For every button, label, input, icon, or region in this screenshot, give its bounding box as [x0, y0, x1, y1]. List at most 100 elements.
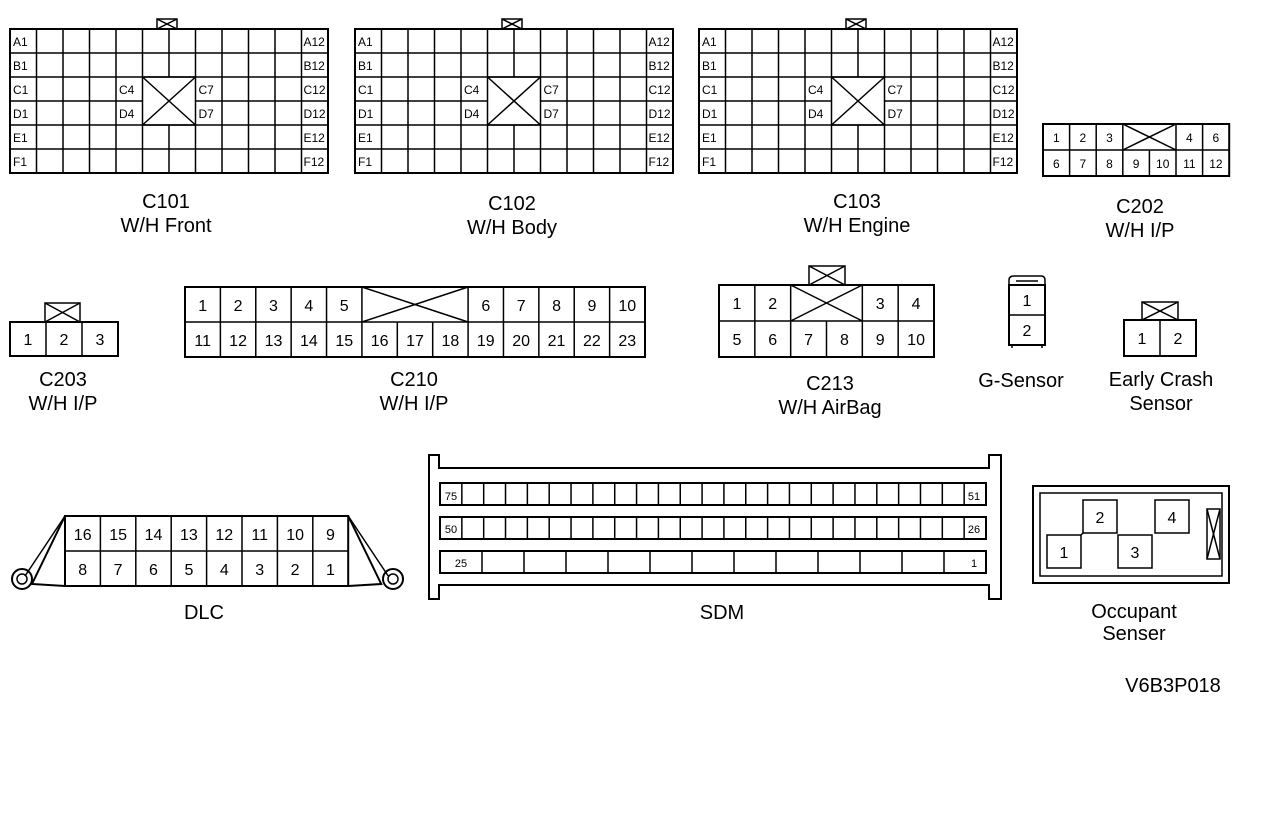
c202-id: C202: [1116, 196, 1164, 218]
c213-pin-label: 4: [912, 296, 921, 313]
figure-code: V6B3P018: [1125, 675, 1221, 697]
c203-body: [9, 321, 119, 357]
sdm-shell: [428, 454, 1002, 600]
c102-pin-label: B12: [649, 59, 671, 73]
dlc-pin-label: 13: [180, 527, 198, 544]
c202-pin-label: 10: [1156, 157, 1170, 171]
c103-caption: C103 W/H Engine: [782, 190, 932, 238]
c202-pin-label: 2: [1080, 131, 1087, 145]
occupant-pin-cell: [1082, 499, 1118, 534]
c210-pin-label: 17: [406, 333, 424, 350]
dlc-pin-label: 2: [291, 562, 300, 579]
sdm-row-3: [439, 550, 987, 574]
c103-id: C103: [833, 191, 881, 213]
c210-pin-label: 5: [340, 298, 349, 315]
c202-pin-label: 7: [1080, 157, 1087, 171]
early-pin-label: 2: [1174, 331, 1183, 348]
c210-pin-label: 9: [587, 298, 596, 315]
occupant-step: [1080, 532, 1084, 536]
c210-pin-label: 3: [269, 298, 278, 315]
c210-blank-cavity-diag-b: [361, 286, 469, 323]
c213-pin-label: 8: [840, 332, 849, 349]
c102-pin-label: D7: [544, 107, 560, 121]
c102-pin-label: D4: [464, 107, 480, 121]
dlc-caption: DLC: [164, 601, 244, 625]
sdm-pin-label: 75: [445, 491, 457, 503]
occupant-frame-outer: [1032, 485, 1230, 584]
c103-pin-label: D4: [808, 107, 824, 121]
occupant-pin-label: 2: [1096, 510, 1105, 527]
c102-pin-label: A12: [649, 35, 671, 49]
dlc-pin-label: 12: [215, 527, 233, 544]
c101-pin-label: D4: [119, 107, 135, 121]
dlc-pin-label: 11: [251, 527, 268, 544]
c101-pin-label: E12: [304, 131, 326, 145]
c103-pin-label: C7: [888, 83, 904, 97]
c210-pin-label: 16: [371, 333, 389, 350]
sdm-id: SDM: [699, 602, 745, 624]
dlc-pin-label: 15: [109, 527, 127, 544]
dlc-pin-label: 3: [255, 562, 264, 579]
c210-pin-label: 18: [441, 333, 459, 350]
c102-pin-label: E12: [649, 131, 671, 145]
c102-caption: C102 W/H Body: [442, 192, 582, 240]
early-line2: Sensor: [1129, 393, 1193, 415]
dlc-id: DLC: [183, 602, 224, 624]
c202-caption: C202 W/H I/P: [1080, 195, 1200, 243]
c101-pin-label: C1: [13, 83, 29, 97]
c210-pin-label: 11: [194, 333, 211, 350]
c102-blank-cavity: [486, 76, 542, 126]
c102-pin-label: F12: [649, 155, 670, 169]
c210-caption: C210 W/H I/P: [344, 368, 484, 416]
c210-pin-label: 10: [618, 298, 636, 315]
sdm-row-1: [439, 482, 987, 506]
c103-pin-label: D7: [888, 107, 904, 121]
dlc-pin-label: 9: [326, 527, 335, 544]
c210-pin-label: 14: [300, 333, 318, 350]
c103-pin-label: C12: [993, 83, 1015, 97]
c102-pin-label: A1: [358, 35, 373, 49]
c213-blank-cavity-diag-b: [790, 284, 863, 322]
c103-latch-diag-b: [845, 18, 867, 30]
sdm-pin-label: 1: [971, 558, 977, 570]
occupant-caption: Occupant Senser: [1064, 601, 1204, 645]
c103-pin-label: E12: [993, 131, 1015, 145]
c210-pin-label: 1: [198, 298, 207, 315]
c213-pin-label: 1: [732, 296, 741, 313]
c202-pin-label: 1: [1053, 131, 1060, 145]
occupant-pin-cell: [1046, 534, 1082, 569]
c213-pin-label: 9: [876, 332, 885, 349]
early-line1: Early Crash: [1108, 369, 1214, 391]
c101-caption: C101 W/H Front: [96, 190, 236, 238]
c203-pin-label: 2: [60, 332, 69, 349]
c210-desc: W/H I/P: [379, 393, 449, 415]
c101-pin-label: A12: [304, 35, 326, 49]
c101-pin-label: D1: [13, 107, 29, 121]
c210-pin-label: 23: [618, 333, 636, 350]
c213-caption: C213 W/H AirBag: [760, 372, 900, 420]
c102-latch-diag-b: [501, 18, 523, 30]
c210-pin-label: 4: [304, 298, 313, 315]
gsensor-id: G-Sensor: [978, 370, 1064, 392]
dlc-pin-label: 1: [326, 562, 335, 579]
dlc-flange-right: [347, 515, 389, 577]
sdm-pin-label: 26: [968, 524, 980, 536]
c202-pin-label: 4: [1186, 131, 1193, 145]
c101-blank-cavity-diag-b: [141, 76, 197, 126]
c210-pin-label: 2: [234, 298, 243, 315]
c210-pin-label: 12: [229, 333, 247, 350]
early-latch-diag-b: [1141, 301, 1179, 321]
c210-pin-label: 19: [477, 333, 495, 350]
c203-pin-label: 1: [24, 332, 33, 349]
c102-pin-label: D12: [649, 107, 671, 121]
sdm-pin-label: 50: [445, 524, 457, 536]
c103-pin-label: E1: [702, 131, 717, 145]
c103-pin-label: B12: [993, 59, 1015, 73]
c202-pin-label: 6: [1053, 157, 1060, 171]
c213-pin-label: 2: [768, 296, 777, 313]
occupant-latch-diag-b: [1206, 508, 1221, 560]
c101-pin-label: C4: [119, 83, 135, 97]
c102-id: C102: [488, 193, 536, 215]
c101-desc: W/H Front: [120, 215, 212, 237]
dlc-mount-hole-left: [11, 568, 33, 590]
